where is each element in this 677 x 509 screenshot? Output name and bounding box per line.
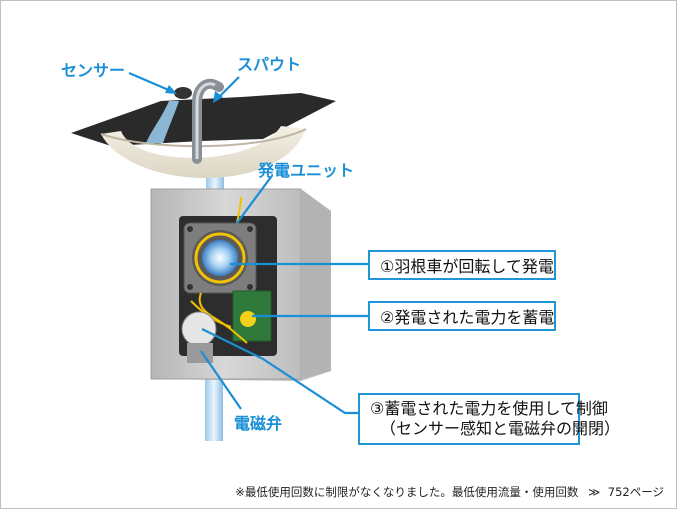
wash-basin [71,93,336,178]
step1-text: ①羽根車が回転して発電 [380,257,554,276]
capacitor [240,311,256,327]
generator-leader [236,176,272,224]
footnote-text: ※最低使用回数に制限がなくなりました。最低使用流量・使用回数 [235,485,579,499]
step3-line1: ③蓄電された電力を使用して制御 [370,399,608,418]
sensor-arrowhead [165,85,177,94]
step3-callout: ③蓄電された電力を使用して制御 （センサー感知と電磁弁の開閉） [358,393,620,445]
sensor-leader [128,71,172,93]
step3-line2: （センサー感知と電磁弁の開閉） [380,419,621,438]
step2-callout: ②発電された電力を蓄電 [368,301,556,331]
footnote-arrows: ≫ [588,485,601,499]
footnote-page-ref[interactable]: 752ページ [607,485,664,499]
generator-unit [183,222,257,294]
step2-text: ②発電された電力を蓄電 [380,308,555,327]
valve-leader [200,350,242,410]
sensor-label: センサー [61,61,126,80]
spout-label: スパウト [237,55,302,74]
step3-connector [201,328,361,415]
footnote: ※最低使用回数に制限がなくなりました。最低使用流量・使用回数 ≫ 752ページ [235,484,664,500]
solenoid-valve [181,311,217,363]
step1-callout: ①羽根車が回転して発電 [368,250,556,280]
water-pipe-lower [205,363,223,441]
generator-unit-label: 発電ユニット [258,161,355,180]
spout-arrowhead [213,91,223,103]
spout-faucet [146,78,224,164]
solenoid-valve-label: 電磁弁 [234,414,283,433]
